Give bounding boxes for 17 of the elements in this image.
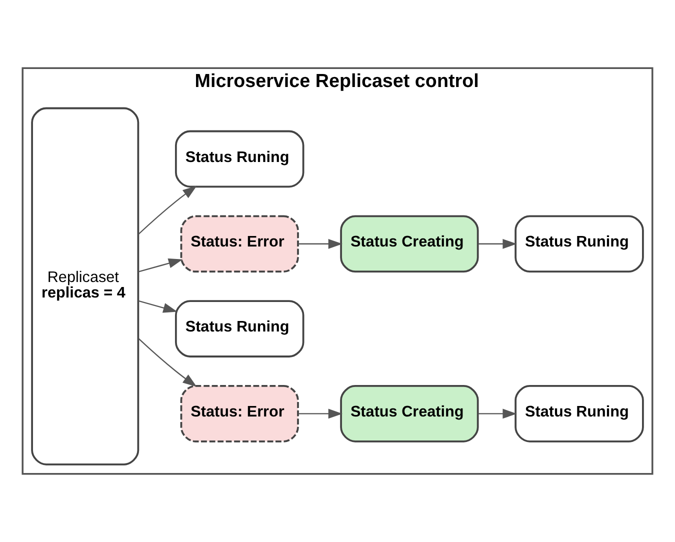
node-box: Status Runing — [174, 300, 304, 358]
arrow — [138, 300, 178, 313]
node-box: Status Runing — [174, 130, 304, 188]
node-box: Status Creating — [340, 385, 479, 442]
node-box: Status Creating — [340, 215, 479, 273]
arrow — [478, 408, 517, 419]
arrow — [298, 408, 342, 419]
node-box: Status: Error — [180, 215, 299, 273]
arrow — [138, 186, 197, 235]
node-box: Status: Error — [180, 385, 299, 442]
arrow — [138, 338, 197, 387]
node-box: Status Runing — [514, 385, 644, 442]
arrow — [478, 238, 517, 249]
arrow — [298, 238, 342, 249]
node-box: Replicaset replicas = 4 — [31, 107, 140, 466]
node-box: Status Runing — [514, 215, 644, 273]
arrow — [138, 258, 183, 272]
